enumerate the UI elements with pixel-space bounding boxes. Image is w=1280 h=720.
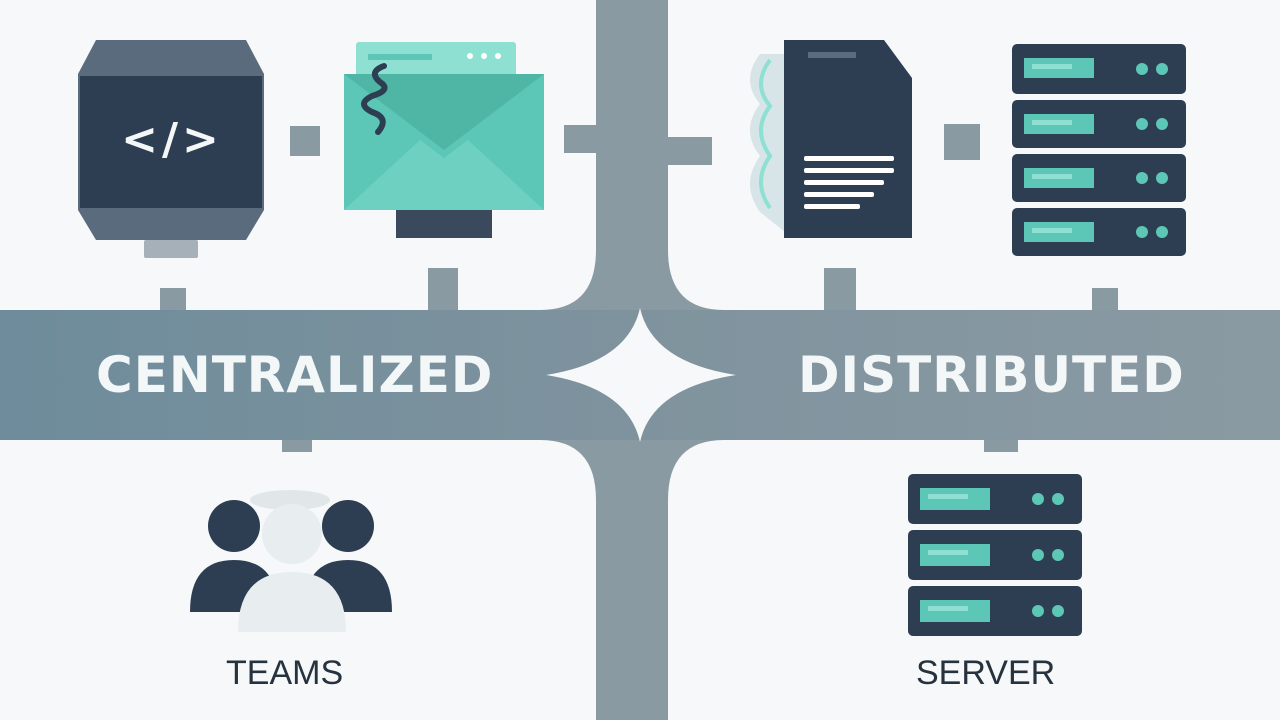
connector-peg (984, 440, 1018, 452)
team-people-icon (190, 490, 392, 632)
connector-peg (824, 268, 856, 310)
connector-square-right (944, 124, 980, 160)
server-rack-icon (908, 474, 1082, 636)
band-label-centralized: CENTRALIZED (96, 346, 494, 404)
connector-peg (1092, 288, 1118, 310)
server-rack-icon (1012, 44, 1186, 256)
road-stub-left (564, 125, 596, 153)
code-window-icon (78, 40, 264, 258)
connector-peg (428, 268, 458, 310)
code-glyph: </> (121, 114, 223, 165)
connectors (160, 124, 1118, 452)
fillet-bottom-left (540, 440, 596, 500)
connector-peg (282, 440, 312, 452)
band-label-distributed: DISTRIBUTED (798, 346, 1185, 404)
center-star (546, 308, 736, 442)
connector-square-left (290, 126, 320, 156)
teams-caption: TEAMS (226, 654, 344, 692)
fillet-top-left (540, 250, 596, 310)
envelope-icon (344, 42, 544, 238)
document-icon (750, 40, 912, 238)
fillet-top-right (668, 250, 724, 310)
road-stub-right (668, 137, 712, 165)
connector-peg (160, 288, 186, 310)
server-caption: SERVER (916, 654, 1056, 692)
fillet-bottom-right (668, 440, 724, 500)
